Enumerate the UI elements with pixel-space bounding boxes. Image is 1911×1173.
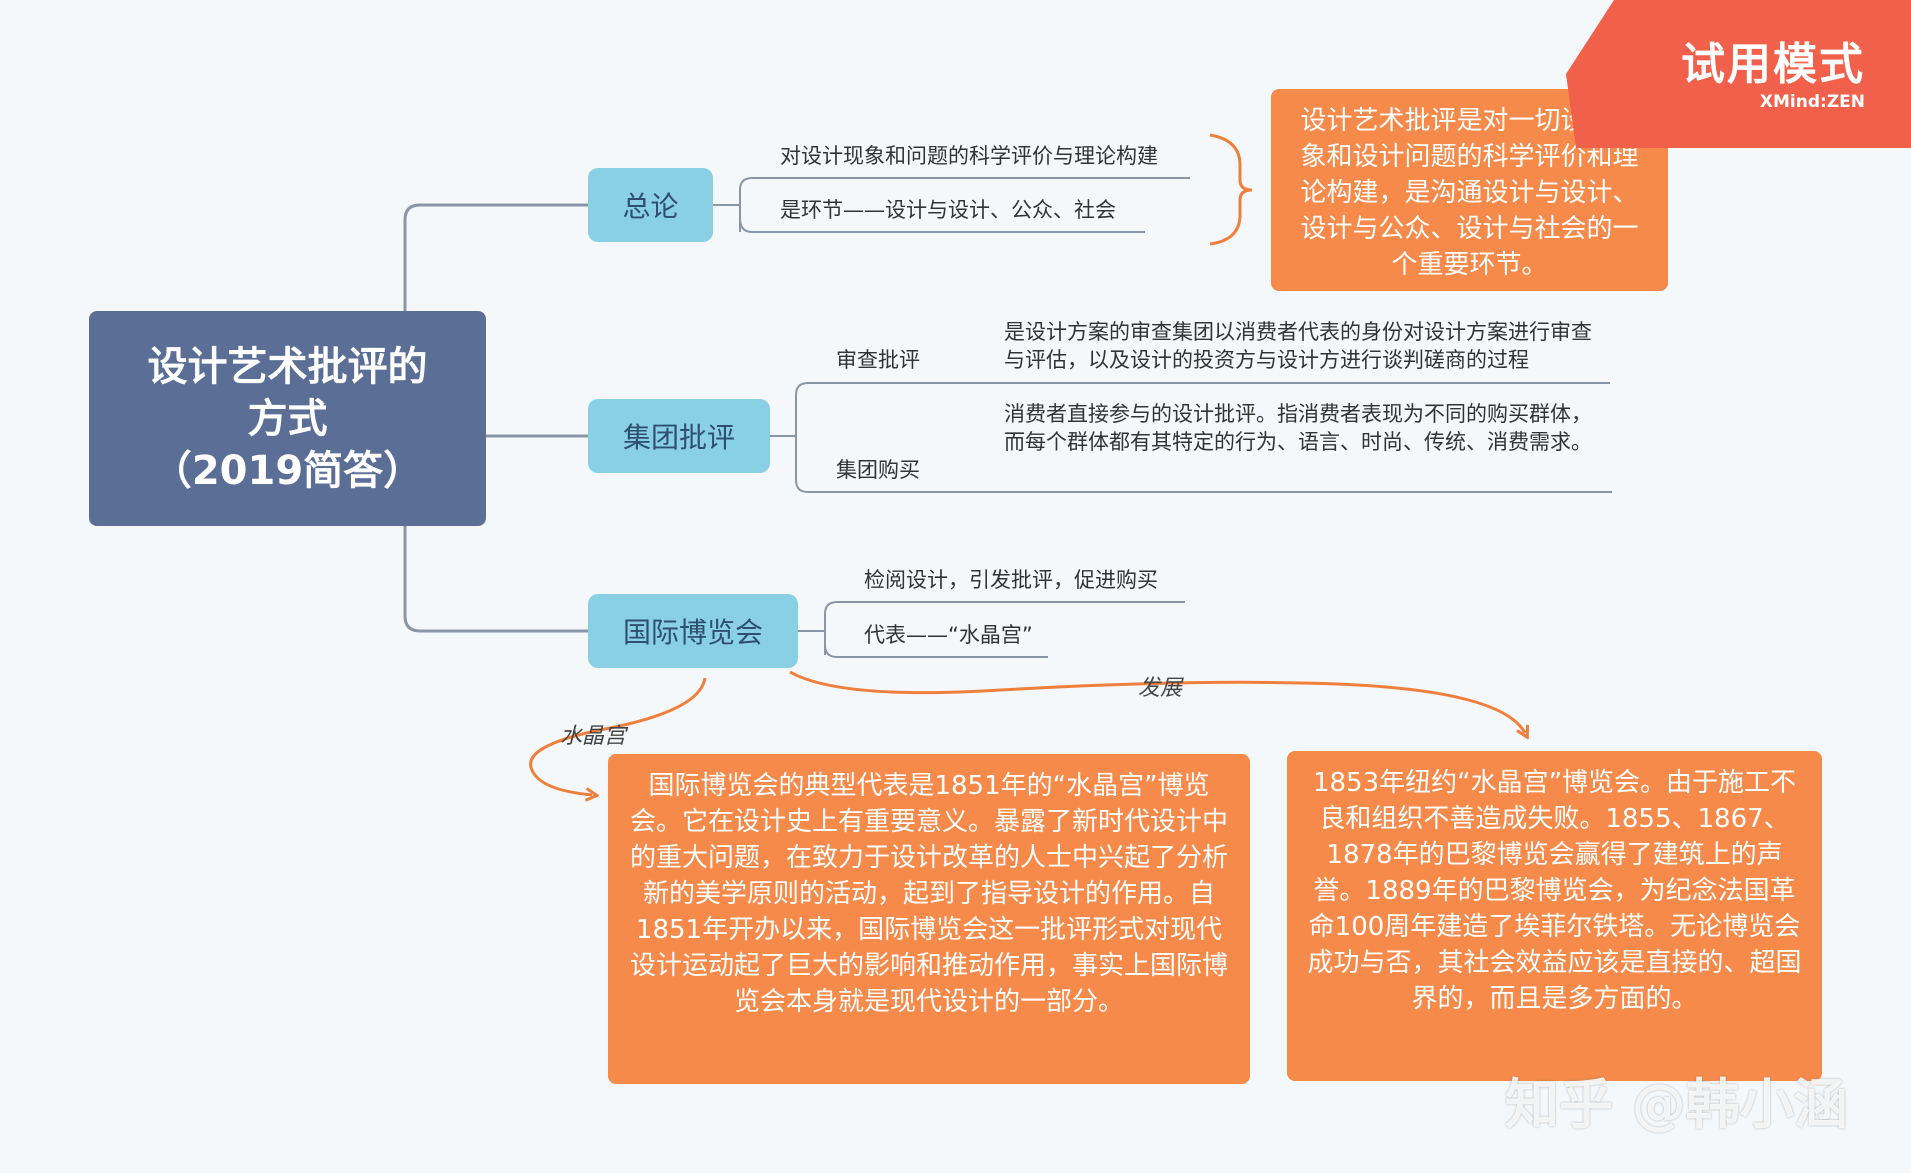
leaf-expo-purpose[interactable]: 检阅设计，引发批评，促进购买 xyxy=(864,568,1158,592)
relation-crystal-label[interactable]: 水晶宫 xyxy=(560,724,627,749)
callout-crystal-palace[interactable]: 国际博览会的典型代表是1851年的“水晶宫”博览会。它在设计史上有重要意义。暴露… xyxy=(608,754,1250,1084)
branch-expo[interactable]: 国际博览会 xyxy=(588,594,798,668)
leaf-group-purchase-desc: 消费者直接参与的设计批评。指消费者表现为不同的购买群体，而每个群体都有其特定的行… xyxy=(1004,402,1592,454)
branch-general[interactable]: 总论 xyxy=(588,168,713,242)
leaf-group-purchase[interactable]: 集团购买 xyxy=(836,458,920,482)
connector-expo-leaves xyxy=(798,601,1185,658)
callout-expo-development[interactable]: 1853年纽约“水晶宫”博览会。由于施工不良和组织不善造成失败。1855、186… xyxy=(1287,751,1822,1081)
root-title-line2: 方式 xyxy=(247,395,328,442)
watermark-title: 试用模式 xyxy=(1681,39,1865,90)
root-node[interactable]: 设计艺术批评的 方式 （2019简答） xyxy=(89,311,486,526)
watermark-brand: XMind:ZEN xyxy=(1759,92,1865,112)
leaf-group-review-desc: 是设计方案的审查集团以消费者代表的身份对设计方案进行审查与评估，以及设计的投资方… xyxy=(1004,320,1592,372)
branch-group[interactable]: 集团批评 xyxy=(588,399,770,473)
connector-group-leaves xyxy=(770,382,1612,493)
summary-brace xyxy=(1209,133,1253,246)
trial-watermark: 试用模式 XMind:ZEN xyxy=(1566,0,1911,148)
leaf-group-review[interactable]: 审查批评 xyxy=(836,348,920,372)
relation-develop-curve xyxy=(789,670,1525,733)
leaf-expo-representative[interactable]: 代表——“水晶宫” xyxy=(864,623,1033,647)
connector-root-expo xyxy=(403,526,588,633)
root-title-line3: （2019简答） xyxy=(151,447,424,494)
branch-group-label: 集团批评 xyxy=(622,421,735,454)
connector-root-general xyxy=(403,203,588,311)
leaf-general-link[interactable]: 是环节——设计与设计、公众、社会 xyxy=(780,198,1116,222)
relation-crystal-curve xyxy=(529,677,707,795)
branch-expo-label: 国际博览会 xyxy=(622,616,763,649)
connector-general-leaves xyxy=(713,177,1190,233)
relation-develop-label[interactable]: 发展 xyxy=(1138,676,1183,701)
leaf-general-definition[interactable]: 对设计现象和问题的科学评价与理论构建 xyxy=(780,144,1158,168)
root-title-line1: 设计艺术批评的 xyxy=(147,343,428,390)
author-credit: 知乎 @韩小涵 xyxy=(1505,1073,1848,1136)
connector-group-leaf-underline xyxy=(808,382,935,493)
branch-general-label: 总论 xyxy=(622,190,679,223)
watermark-banner-shape xyxy=(1566,0,1911,148)
